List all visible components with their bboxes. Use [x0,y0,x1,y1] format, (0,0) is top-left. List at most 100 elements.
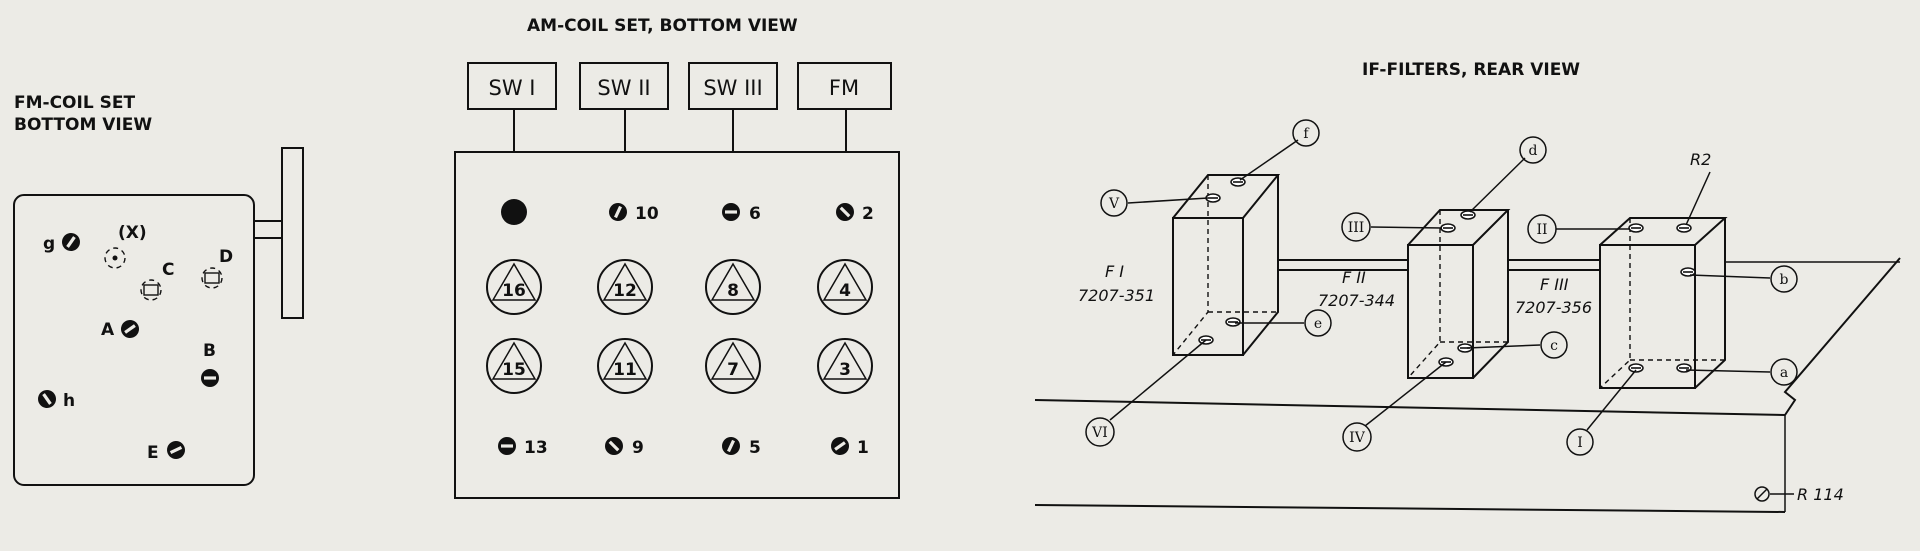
coil-d-core [204,272,220,284]
chassis-right-edge [1783,257,1901,416]
callout-i-label: I [1577,435,1583,451]
switch-label-sw3: SW III [703,76,762,100]
am-screw-13 [498,437,516,455]
coil-c-dashed [140,279,162,301]
callout-f: f [1239,119,1320,181]
callout-d-label: d [1529,143,1538,159]
chassis-front-bottom-edge [1034,504,1786,513]
am-coil-7-label: 7 [727,360,739,380]
callout-iv-label: IV [1349,430,1366,446]
am-screw-5 [719,434,743,458]
filter-f1-can [1172,174,1281,356]
switch-label-fm: FM [829,76,859,100]
screw-b [201,369,219,387]
if-filters: IF-FILTERS, REAR VIEW [1034,60,1901,513]
screw-g [58,229,84,255]
fm-label-x: (X) [118,223,147,243]
fm-label-h: h [63,391,75,411]
callout-iii-label: III [1348,220,1365,236]
switch-label-sw1: SW I [489,76,536,100]
fm-label-g: g [43,234,55,254]
am-coil-12: 12 [597,259,653,315]
callout-d: d [1469,136,1547,213]
callout-f-label: f [1303,126,1310,142]
filter-f2-can [1407,209,1511,379]
screw-a [117,316,143,342]
callout-vi: VI [1085,339,1207,447]
am-solid-dot [501,199,527,225]
fm-coil-set: FM-COIL SET BOTTOM VIEW g (X) C D A B h … [13,93,304,486]
f1-name: F I [1105,262,1124,281]
am-screw-2 [832,199,858,225]
am-coil-11: 11 [597,338,653,394]
am-num-13: 13 [524,438,548,458]
callout-c: c [1466,331,1568,359]
am-num-6: 6 [749,204,761,224]
fm-label-c: C [162,260,174,280]
am-coil-4: 4 [817,259,873,315]
am-screw-6 [722,203,740,221]
f2-part: 7207-344 [1318,291,1395,310]
callout-vi-label: VI [1091,425,1108,441]
r2-label: R2 [1690,150,1711,169]
callout-v: V [1100,189,1209,217]
am-coil-set: AM-COIL SET, BOTTOM VIEW SW I SW II SW I… [454,16,900,499]
am-coil-11-label: 11 [613,360,637,380]
am-coil-4-label: 4 [839,281,851,301]
screw-e [164,438,188,462]
am-num-10: 10 [635,204,659,224]
f1-part: 7207-351 [1078,286,1155,305]
r2-leader [1685,171,1711,226]
fm-coil-bracket [281,147,304,319]
if-title: IF-FILTERS, REAR VIEW [1362,60,1580,80]
am-coil-board [454,151,900,499]
f3-part: 7207-356 [1515,298,1592,317]
am-coil-7: 7 [705,338,761,394]
am-title: AM-COIL SET, BOTTOM VIEW [527,16,798,36]
am-num-5: 5 [749,438,761,458]
fm-coil-board [13,194,255,486]
am-coil-3-label: 3 [839,360,851,380]
coil-x-dashed [104,247,126,269]
am-coil-8: 8 [705,259,761,315]
switch-label-sw2: SW II [597,76,650,100]
callout-c-label: c [1550,338,1558,354]
am-coil-16: 16 [486,259,542,315]
fm-label-d: D [219,247,233,267]
callout-ii-label: II [1536,222,1547,238]
callout-i: I [1566,369,1637,456]
fm-label-e: E [147,443,159,463]
am-screw-1 [827,433,853,459]
callout-a: a [1685,358,1798,386]
am-coil-3: 3 [817,338,873,394]
am-coil-16-label: 16 [502,281,526,301]
callout-e-label: e [1314,316,1322,332]
am-screw-9 [601,433,627,459]
f2-name: F II [1342,268,1366,287]
am-num-9: 9 [632,438,644,458]
switch-box-sw1 [467,62,557,110]
callout-v-label: V [1108,196,1120,212]
callout-e: e [1235,309,1332,337]
am-coil-15-label: 15 [502,360,526,380]
f3-name: F III [1540,275,1569,294]
am-coil-12-label: 12 [613,281,637,301]
am-coil-8-label: 8 [727,281,739,301]
callout-iv: IV [1342,361,1447,452]
callout-a-label: a [1780,365,1788,381]
fm-title-line2: BOTTOM VIEW [14,115,152,135]
screw-h [34,386,60,412]
am-num-2: 2 [862,204,874,224]
fm-coil-connector [253,220,283,239]
chassis-front-top-edge [1034,399,1786,416]
r114-label: R 114 [1797,485,1844,504]
am-num-1: 1 [857,438,869,458]
fm-label-b: B [203,341,216,361]
coil-c-core [143,284,159,296]
am-screw-10 [606,200,630,224]
coil-d-dashed [201,267,223,289]
callout-b: b [1689,265,1798,293]
am-coil-15: 15 [486,338,542,394]
r114-trimmer-icon [1754,486,1770,502]
